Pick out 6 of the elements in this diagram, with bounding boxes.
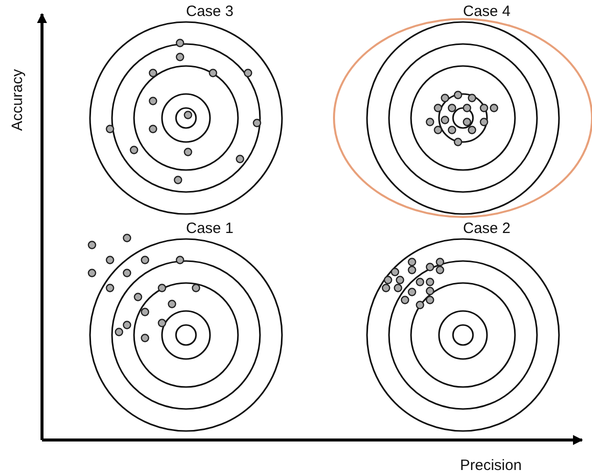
target-caption: Case 3 xyxy=(186,4,234,20)
y-axis-title: Accuracy xyxy=(10,69,26,131)
target-caption: Case 1 xyxy=(186,221,234,237)
target-caption: Case 4 xyxy=(463,4,511,20)
target-caption: Case 2 xyxy=(463,221,511,237)
x-axis-title: Precision xyxy=(460,458,522,474)
